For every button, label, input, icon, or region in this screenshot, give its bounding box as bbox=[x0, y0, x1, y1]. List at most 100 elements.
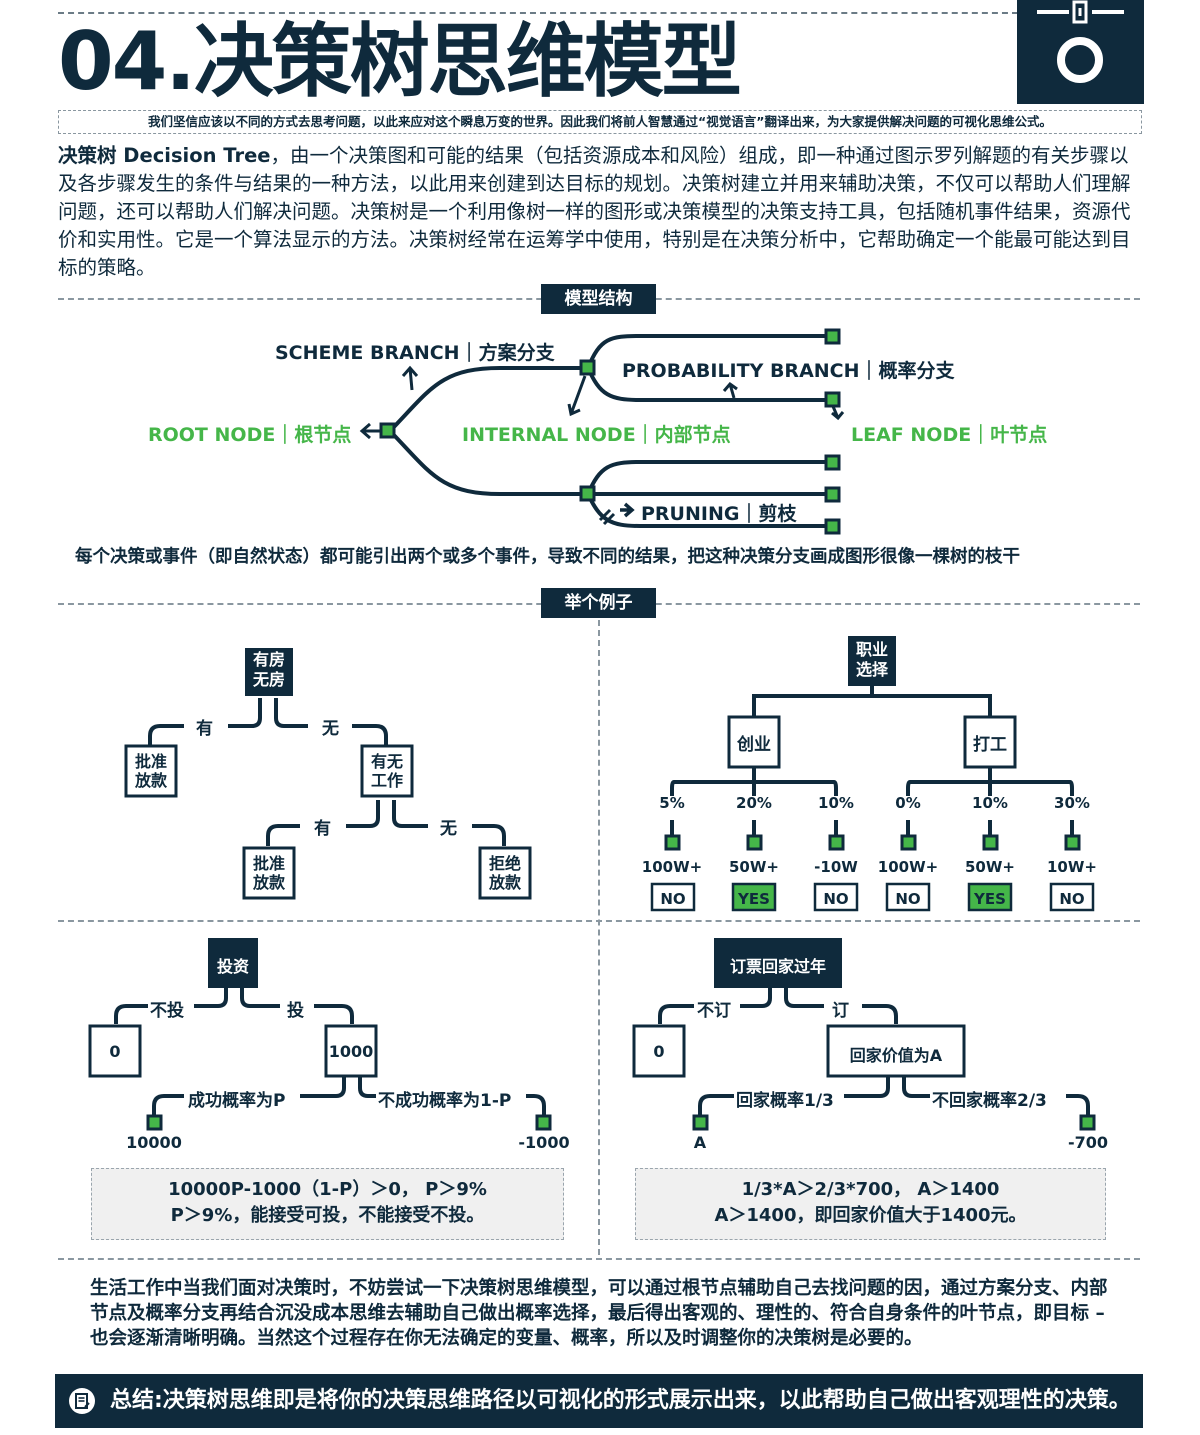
ex2-value: 50W+ bbox=[729, 858, 779, 876]
intro-paragraph: 决策树 Decision Tree，由一个决策图和可能的结果（包括资源成本和风险… bbox=[58, 142, 1148, 282]
example-housing-tree bbox=[124, 648, 532, 900]
ex2-prob: 20% bbox=[736, 794, 772, 812]
ex2-root-node: 职业选择 bbox=[848, 640, 896, 680]
ex4-left-node: 0 bbox=[653, 1042, 665, 1061]
ex2-left-node: 创业 bbox=[737, 735, 771, 755]
slogan: 我们坚信应该以不同的方式去思考问题，以此来应对这个瞬息万变的世界。因此我们将前人… bbox=[58, 110, 1142, 134]
ex2-prob: 10% bbox=[972, 794, 1008, 812]
ex1-mid-left-edge: 有 bbox=[314, 819, 331, 839]
ex3-right-node: 1000 bbox=[328, 1042, 374, 1061]
ex1-mid-left-leaf-line2: 放款 bbox=[252, 873, 285, 892]
ex2-value: 50W+ bbox=[965, 858, 1015, 876]
internal-node-label: INTERNAL NODE｜内部节点 bbox=[462, 424, 731, 446]
ex2-value: 100W+ bbox=[641, 858, 703, 876]
intro-term: 决策树 Decision Tree bbox=[58, 144, 271, 167]
ex2-prob: 30% bbox=[1054, 794, 1090, 812]
structure-caption: 每个决策或事件（即自然状态）都可能引出两个或多个事件，导致不同的结果，把这种决策… bbox=[75, 547, 1020, 567]
ex3-sub-right-value: -1000 bbox=[518, 1133, 570, 1152]
ex4-formula-line2: A＞1400，即回家价值大于1400元。 bbox=[714, 1205, 1027, 1226]
ex1-left-leaf-line2: 放款 bbox=[134, 771, 167, 790]
ex2-value: 100W+ bbox=[877, 858, 939, 876]
ex4-right-node: 回家价值为A bbox=[849, 1046, 943, 1065]
ex4-sub-left-edge: 回家概率1/3 bbox=[736, 1091, 834, 1111]
leaf-node-marker bbox=[824, 518, 841, 535]
ex4-sub-right-value: -700 bbox=[1067, 1133, 1109, 1152]
ex3-root-node: 投资 bbox=[216, 957, 249, 976]
ex2-prob: 10% bbox=[818, 794, 854, 812]
ex2-prob: 0% bbox=[895, 794, 921, 812]
ex4-left-edge: 不订 bbox=[697, 1001, 731, 1021]
logo-icon bbox=[1037, 0, 1124, 83]
ex3-sub-right-edge: 不成功概率为1-P bbox=[378, 1091, 512, 1111]
leaf-node-marker bbox=[824, 454, 841, 471]
summary-bar bbox=[55, 1374, 1143, 1428]
examples-horizontal-divider bbox=[58, 920, 1140, 922]
ex1-left-leaf: 批准放款 bbox=[126, 752, 176, 790]
ex2-root-line2: 选择 bbox=[855, 660, 888, 679]
ex3-right-edge: 投 bbox=[287, 1001, 304, 1021]
pruning-label: PRUNING｜剪枝 bbox=[641, 503, 797, 525]
summary-text: 总结:决策树思维即是将你的决策思维路径以可视化的形式展示出来，以此帮助自己做出客… bbox=[110, 1388, 1131, 1413]
root-node-marker bbox=[379, 422, 396, 439]
structure-tag: 模型结构 bbox=[541, 284, 656, 314]
ex1-mid-line1: 有无 bbox=[370, 752, 403, 771]
note-icon bbox=[69, 1388, 95, 1414]
brand-logo bbox=[1017, 0, 1144, 104]
ex2-result: NO bbox=[1059, 890, 1085, 908]
ex2-value: 10W+ bbox=[1047, 858, 1097, 876]
intro-text: ，由一个决策图和可能的结果（包括资源成本和风险）组成，即一种通过图示罗列解题的有… bbox=[58, 144, 1131, 279]
ex3-sub-left-edge: 成功概率为P bbox=[188, 1091, 286, 1111]
ex4-right-edge: 订 bbox=[832, 1001, 849, 1021]
internal-node-marker bbox=[579, 359, 596, 376]
leaf-node-marker bbox=[824, 486, 841, 503]
ex1-mid-left-leaf-line1: 批准 bbox=[252, 854, 285, 873]
structure-diagram bbox=[359, 328, 845, 535]
ex3-sub-left-value: 10000 bbox=[126, 1133, 182, 1152]
ex1-left-leaf-line1: 批准 bbox=[134, 752, 167, 771]
ex2-prob: 5% bbox=[659, 794, 685, 812]
ex3-formula-box: 10000P-1000（1-P）＞0， P＞9% P＞9%，能接受可投，不能接受不… bbox=[91, 1168, 564, 1240]
ex3-formula-line1: 10000P-1000（1-P）＞0， P＞9% bbox=[168, 1179, 487, 1200]
leaf-node-marker bbox=[824, 328, 841, 345]
ex4-sub-right-edge: 不回家概率2/3 bbox=[932, 1091, 1047, 1111]
ex3-left-edge: 不投 bbox=[150, 1001, 184, 1021]
conclusion-paragraph: 生活工作中当我们面对决策时，不妨尝试一下决策树思维模型，可以通过根节点辅助自己去… bbox=[90, 1278, 1108, 1349]
ex1-mid-node: 有无工作 bbox=[362, 752, 412, 790]
ex1-mid-right-leaf-line1: 拒绝 bbox=[488, 854, 521, 873]
ex2-root-line1: 职业 bbox=[855, 640, 888, 659]
internal-node-marker bbox=[579, 485, 596, 502]
ex3-left-node: 0 bbox=[109, 1042, 121, 1061]
ex1-mid-left-leaf: 批准放款 bbox=[244, 854, 294, 892]
ex2-right-node: 打工 bbox=[973, 735, 1007, 755]
ex1-root-node: 有房无房 bbox=[245, 650, 293, 690]
ex2-result: NO bbox=[823, 890, 849, 908]
scheme-branch-label: SCHEME BRANCH｜方案分支 bbox=[275, 342, 555, 364]
example-career-tree bbox=[650, 636, 1095, 912]
ex4-sub-left-value: A bbox=[693, 1133, 707, 1152]
ex1-mid-right-edge: 无 bbox=[440, 819, 457, 839]
ex1-mid-right-leaf-line2: 放款 bbox=[488, 873, 521, 892]
ex2-result: NO bbox=[895, 890, 921, 908]
example-ticket-tree bbox=[632, 938, 1096, 1131]
ex1-mid-right-leaf: 拒绝放款 bbox=[480, 854, 530, 892]
root-node-label: ROOT NODE｜根节点 bbox=[148, 424, 352, 446]
ex4-formula-line1: 1/3*A＞2/3*700， A＞1400 bbox=[741, 1179, 1000, 1200]
probability-branch-label: PROBABILITY BRANCH｜概率分支 bbox=[622, 360, 955, 382]
ex1-right-edge: 无 bbox=[322, 719, 339, 739]
ex1-mid-line2: 工作 bbox=[370, 771, 403, 790]
ex1-root-line1: 有房 bbox=[252, 650, 285, 669]
ex3-formula-line2: P＞9%，能接受可投，不能接受不投。 bbox=[170, 1205, 485, 1226]
ex2-result: YES bbox=[738, 890, 770, 908]
ex1-root-line2: 无房 bbox=[252, 670, 285, 689]
header-top-dashed-line bbox=[58, 12, 1018, 14]
section-divider bbox=[58, 1258, 1140, 1260]
leaf-node-marker bbox=[824, 391, 841, 408]
examples-vertical-divider bbox=[598, 620, 600, 1255]
leaf-node-label: LEAF NODE｜叶节点 bbox=[851, 424, 1048, 446]
example-investment-tree bbox=[88, 938, 552, 1131]
examples-tag: 举个例子 bbox=[541, 588, 656, 618]
ex2-result: YES bbox=[974, 890, 1006, 908]
ex2-result: NO bbox=[660, 890, 686, 908]
ex2-value: -10W bbox=[814, 858, 858, 876]
